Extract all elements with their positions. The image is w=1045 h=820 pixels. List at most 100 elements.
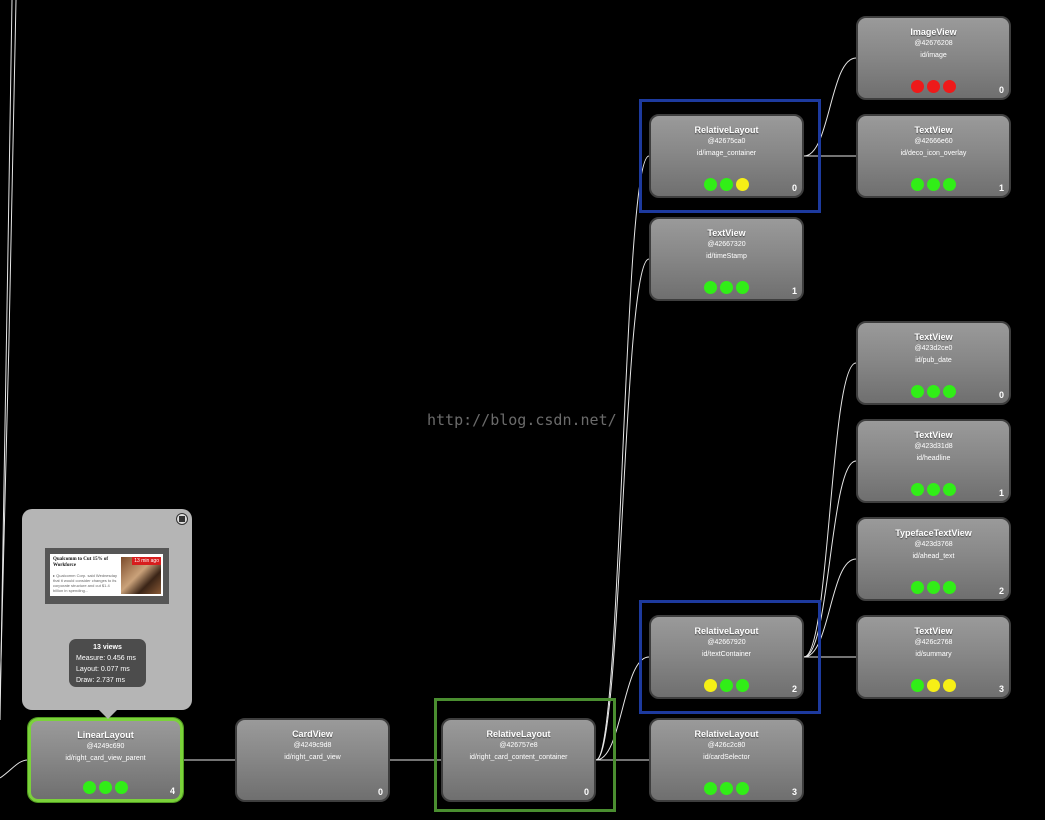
node-text-view-deco[interactable]: TextView @42666e60 id/deco_icon_overlay 1 <box>856 114 1011 198</box>
popup-arrow <box>98 709 118 719</box>
stats-draw: Draw: 2.737 ms <box>76 677 126 684</box>
node-class-name: RelativeLayout <box>694 729 759 739</box>
stats-measure: Measure: 0.456 ms <box>76 655 136 662</box>
node-hash-code: @4249c690 <box>86 743 125 750</box>
node-hash-code: @42667320 <box>707 241 746 248</box>
node-view-id: id/deco_icon_overlay <box>900 150 967 157</box>
node-hash-code: @42666e60 <box>914 138 953 145</box>
node-hash-code: @423d2ce0 <box>914 345 953 352</box>
node-class-name: TextView <box>707 228 746 238</box>
node-child-index: 1 <box>998 488 1004 498</box>
perf-indicators <box>858 679 1009 692</box>
node-child-index: 3 <box>791 787 797 797</box>
perf-indicators <box>651 679 802 692</box>
close-icon[interactable] <box>176 513 188 525</box>
perf-indicator-green <box>83 781 96 794</box>
node-child-index: 2 <box>998 586 1004 596</box>
node-hash-code: @423d31d8 <box>914 443 953 450</box>
node-hash-code: @426c2c80 <box>707 742 746 749</box>
node-view-id: id/cardSelector <box>703 754 750 761</box>
connection-relative-layout-content-relative-layout-text <box>595 656 650 761</box>
node-hash-code: @426757e8 <box>499 742 538 749</box>
node-view-id: id/image <box>920 52 947 59</box>
node-child-index: 3 <box>998 684 1004 694</box>
connection-relative-layout-text-typeface-text-view <box>803 558 857 658</box>
node-view-id: id/summary <box>915 651 952 658</box>
node-view-id: id/headline <box>916 455 951 462</box>
perf-indicator-green <box>927 483 940 496</box>
node-relative-layout-selector[interactable]: RelativeLayout @426c2c80 id/cardSelector 3 <box>649 718 804 802</box>
perf-indicator-green <box>99 781 112 794</box>
node-class-name: TextView <box>914 430 953 440</box>
node-class-name: CardView <box>292 729 333 739</box>
node-child-index: 0 <box>791 183 797 193</box>
perf-indicator-green <box>911 385 924 398</box>
perf-indicator-yellow <box>736 178 749 191</box>
perf-indicator-green <box>704 281 717 294</box>
node-hash-code: @42676208 <box>914 40 953 47</box>
node-child-index: 0 <box>583 787 589 797</box>
node-child-index: 1 <box>998 183 1004 193</box>
node-child-index: 0 <box>377 787 383 797</box>
stats-views: 13 views <box>93 644 122 651</box>
node-text-view-summary[interactable]: TextView @426c2768 id/summary 3 <box>856 615 1011 699</box>
node-child-index: 0 <box>998 390 1004 400</box>
view-preview-thumbnail: Qualcomm to Cut 15% of Workforce ▸ Qualc… <box>45 548 169 604</box>
connection-relative-layout-content-relative-layout-image <box>595 155 650 761</box>
perf-indicator-green <box>911 679 924 692</box>
node-child-index: 0 <box>998 85 1004 95</box>
perf-indicator-green <box>943 178 956 191</box>
node-view-id: id/right_card_view_parent <box>65 755 146 762</box>
node-hash-code: @42675ca0 <box>707 138 746 145</box>
perf-indicators <box>858 178 1009 191</box>
node-hash-code: @42667920 <box>707 639 746 646</box>
perf-indicator-yellow <box>943 679 956 692</box>
node-child-index: 4 <box>169 786 175 796</box>
perf-indicator-green <box>736 679 749 692</box>
preview-photo: 13 min ago <box>121 557 161 594</box>
node-class-name: TextView <box>914 125 953 135</box>
preview-time-badge: 13 min ago <box>132 557 161 565</box>
node-class-name: TypefaceTextView <box>895 528 972 538</box>
node-text-view-headline[interactable]: TextView @423d31d8 id/headline 1 <box>856 419 1011 503</box>
node-class-name: TextView <box>914 626 953 636</box>
perf-indicator-green <box>943 385 956 398</box>
connection-relative-layout-text-text-view-headline <box>803 460 857 658</box>
node-text-view-timestamp[interactable]: TextView @42667320 id/timeStamp 1 <box>649 217 804 301</box>
perf-indicator-green <box>115 781 128 794</box>
node-hash-code: @426c2768 <box>914 639 953 646</box>
perf-indicator-green <box>720 281 733 294</box>
node-view-id: id/textContainer <box>701 651 752 658</box>
node-view-id: id/pub_date <box>915 357 952 364</box>
connection-relative-layout-text-text-view-pubdate <box>803 362 857 658</box>
perf-indicator-green <box>927 178 940 191</box>
connection-offscreen-line-2 <box>0 0 13 721</box>
perf-indicators <box>651 281 802 294</box>
perf-indicator-red <box>943 80 956 93</box>
perf-indicators <box>858 581 1009 594</box>
perf-indicator-green <box>927 385 940 398</box>
perf-indicator-green <box>943 483 956 496</box>
perf-indicators <box>31 781 180 794</box>
perf-indicator-green <box>720 178 733 191</box>
perf-indicator-green <box>943 581 956 594</box>
node-class-name: ImageView <box>910 27 957 37</box>
perf-indicator-yellow <box>927 679 940 692</box>
node-child-index: 1 <box>791 286 797 296</box>
node-view-id: id/timeStamp <box>706 253 747 260</box>
perf-indicator-green <box>704 178 717 191</box>
connection-relative-layout-image-image-view <box>803 57 857 157</box>
perf-indicators <box>858 483 1009 496</box>
node-detail-popup: Qualcomm to Cut 15% of Workforce ▸ Qualc… <box>22 509 192 719</box>
perf-indicator-green <box>720 782 733 795</box>
node-image-view[interactable]: ImageView @42676208 id/image 0 <box>856 16 1011 100</box>
perf-indicator-green <box>911 178 924 191</box>
